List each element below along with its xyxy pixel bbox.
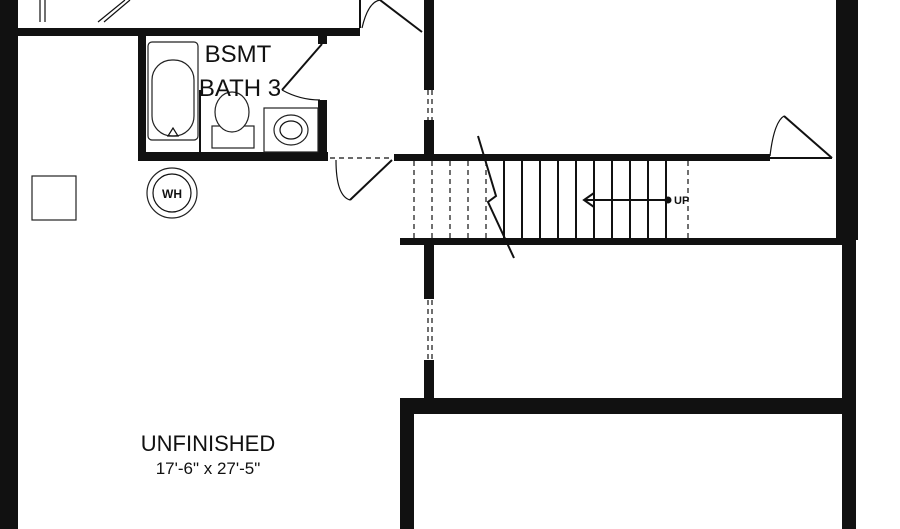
wall-hall-east-lower [424,245,434,299]
wall-west [0,0,18,529]
stair-arrow-head [582,192,595,208]
tub-drain-icon [166,126,180,137]
bathtub-basin [151,59,195,137]
unfinished-room-dimensions: 17'-6" x 27'-5" [156,459,261,478]
wall-hall-east-top [424,0,434,90]
bath-wall-west [138,36,146,160]
unfinished-room-label: UNFINISHED [141,431,275,456]
bath-wall-east [318,100,327,160]
stair-closet-door-arc [769,115,785,157]
water-heater-label: WH [162,187,182,201]
hall-door [379,0,423,33]
bath-wall-east-stub [318,36,327,44]
wall-lower-room-north [400,398,842,414]
stair-wall-south [400,238,842,245]
wall-hall-east-bottom [424,360,434,400]
wall-lower-room-west [400,398,414,529]
stair-break-line [477,135,515,259]
stair-closet-door [783,115,833,159]
hall-door-lower-arc [335,159,351,201]
closet-door-swing [103,0,131,23]
hall-door-lower [349,159,393,201]
stair-up-label: UP [674,195,689,207]
water-heater-icon [146,167,198,219]
hall-door-arc [361,0,381,29]
bath-wall-south [138,152,328,161]
toilet-bowl-icon [214,91,250,133]
wall-east-upper [836,0,858,240]
wall-east-lower [842,240,856,529]
bath-label-line1: BSMT [205,41,272,68]
stair-arrow-dot [664,196,672,204]
stair-wall-north [394,154,770,161]
bath-door-arc [281,89,321,101]
bath-label-line2: BATH 3 [199,75,281,102]
closet-door-swing [97,0,126,23]
sink-icon [273,114,309,146]
wall-north-upper [18,28,360,36]
bath-door [281,43,323,91]
utility-panel-icon [31,175,77,221]
wall-hall-east-mid [424,120,434,156]
water-heater-inner [152,173,192,213]
sink-basin [279,120,303,140]
